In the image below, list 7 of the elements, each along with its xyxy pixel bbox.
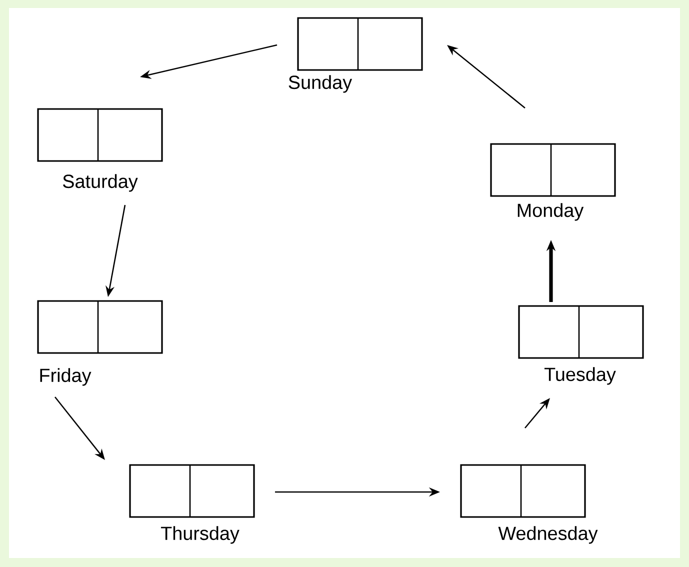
day-label: Monday (518, 203, 584, 221)
day-label: Sunday (288, 75, 352, 93)
day-label: Friday (40, 368, 92, 386)
day-label: Wednesday (498, 526, 598, 544)
day-label: Tuesday (544, 367, 616, 385)
day-label: Saturday (62, 174, 138, 192)
day-label: Thursday (160, 526, 240, 544)
